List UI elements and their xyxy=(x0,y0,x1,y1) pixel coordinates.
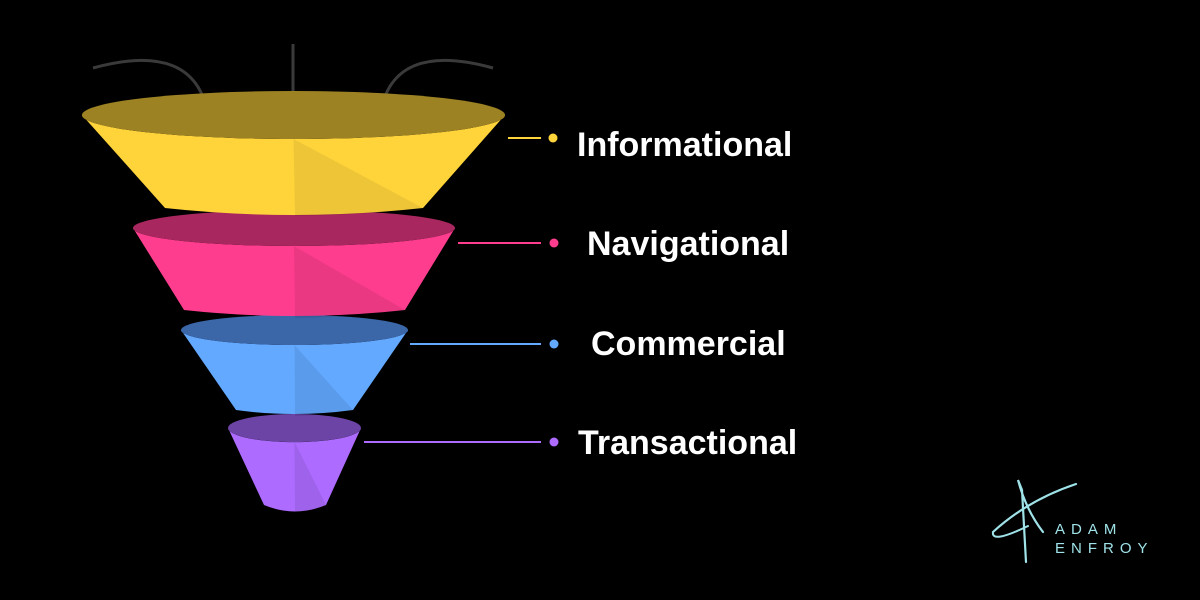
stage-label-commercial: Commercial xyxy=(591,325,786,363)
stage-shade xyxy=(294,442,326,512)
stage-top xyxy=(181,315,408,345)
funnel-stage-transactional xyxy=(228,414,559,512)
stage-label-informational: Informational xyxy=(577,126,793,164)
connector-dot xyxy=(549,339,559,349)
stage-shade xyxy=(293,139,423,216)
stage-body xyxy=(133,228,455,316)
stage-shade xyxy=(294,246,405,318)
stage-label-transactional: Transactional xyxy=(578,424,798,462)
logo-text-line2: ENFROY xyxy=(1055,540,1154,557)
connector-dot xyxy=(549,437,559,447)
connector-dot xyxy=(549,238,559,248)
logo-mark-icon xyxy=(991,479,1078,564)
stage-body xyxy=(228,428,361,512)
stage-top xyxy=(228,414,361,442)
funnel-stage-informational xyxy=(82,91,558,216)
stage-label-navigational: Navigational xyxy=(587,225,790,263)
funnel-stage-navigational xyxy=(133,210,559,318)
stage-body xyxy=(82,115,505,215)
stage-top xyxy=(133,210,455,246)
stage-body xyxy=(181,330,408,414)
funnel-stage-commercial xyxy=(181,315,559,416)
logo-text-line1: ADAM xyxy=(1055,521,1123,538)
stage-shade xyxy=(294,345,353,416)
stage-top xyxy=(82,91,505,139)
connector-dot xyxy=(548,133,558,143)
brand-logo: ADAM ENFROY xyxy=(988,470,1178,570)
